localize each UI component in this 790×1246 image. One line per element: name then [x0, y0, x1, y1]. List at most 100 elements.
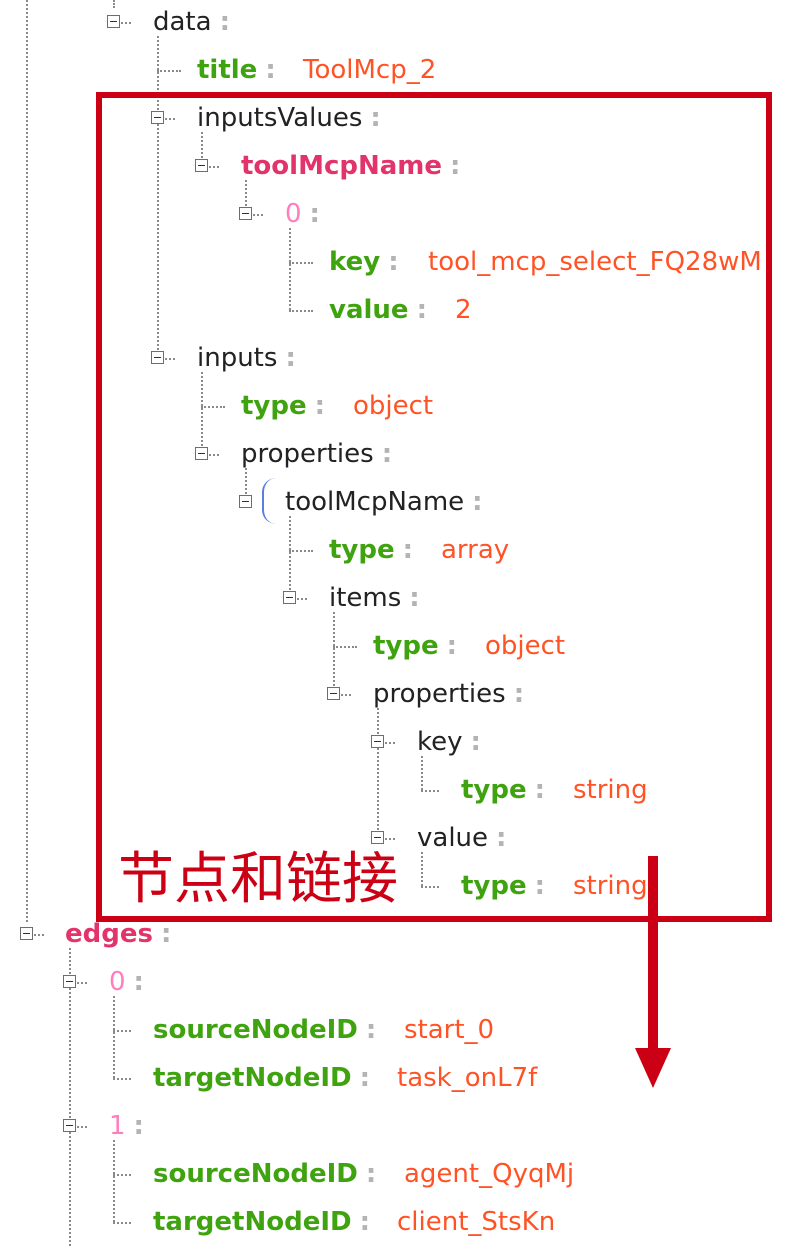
colon: : [470, 727, 481, 757]
node-key: type [373, 631, 439, 661]
colon: : [133, 967, 144, 997]
colon: : [219, 7, 230, 37]
colon: : [160, 919, 172, 949]
annotation-label: 节点和链接 [118, 847, 398, 912]
tree-node-sourceNodeID: sourceNodeID: [153, 1015, 376, 1045]
tree-node-properties: properties: [373, 679, 524, 709]
tree-node-inputs: inputs: [197, 343, 296, 373]
colon: : [365, 1159, 377, 1189]
tree-node-targetNodeID: targetNodeID: [153, 1063, 370, 1093]
annotation-highlight-box [96, 92, 772, 922]
tree-node-inputsValues: inputsValues: [197, 103, 381, 133]
collapse-toggle-icon[interactable] [20, 927, 33, 940]
node-key: title [197, 55, 258, 85]
node-value: array [441, 535, 510, 565]
tree-guide-line [113, 1078, 131, 1080]
tree-guide-line [377, 708, 379, 838]
tree-guide-line [113, 1140, 115, 1222]
tree-node-key: key: [329, 247, 399, 277]
tree-guide-line [165, 118, 175, 120]
collapse-toggle-icon[interactable] [371, 831, 384, 844]
node-key: 1 [109, 1111, 126, 1141]
node-value: start_0 [404, 1015, 495, 1045]
node-key: 0 [285, 199, 302, 229]
colon: : [133, 1111, 144, 1141]
tree-node-edges: edges: [65, 919, 171, 949]
node-value: ToolMcp_2 [303, 55, 437, 85]
tree-guide-line [289, 310, 313, 312]
collapse-toggle-icon[interactable] [195, 159, 208, 172]
tree-guide-line [113, 0, 115, 8]
node-key: value [417, 823, 489, 853]
node-key: items [329, 583, 402, 613]
collapse-toggle-icon[interactable] [107, 15, 120, 28]
node-key: sourceNodeID [153, 1015, 358, 1045]
collapse-toggle-icon[interactable] [195, 447, 208, 460]
tree-guide-line [385, 742, 395, 744]
tree-node-edge-index: 1: [109, 1111, 144, 1141]
node-key: toolMcpName [241, 151, 442, 181]
node-value: string [573, 871, 648, 901]
tree-guide-line [421, 790, 439, 792]
tree-guide-line [201, 406, 225, 408]
node-key: key [329, 247, 381, 277]
tree-node-type: type: [461, 775, 545, 805]
collapse-toggle-icon[interactable] [63, 1119, 76, 1132]
collapse-toggle-icon[interactable] [239, 207, 252, 220]
collapse-toggle-icon[interactable] [371, 735, 384, 748]
tree-guide-line [245, 468, 247, 494]
node-key: type [241, 391, 307, 421]
colon: : [409, 583, 420, 613]
tree-guide-line [77, 982, 87, 984]
tree-guide-line [253, 214, 263, 216]
tree-guide-line [209, 166, 219, 168]
colon: : [450, 151, 461, 181]
collapse-toggle-icon[interactable] [63, 975, 76, 988]
tree-node-value: value: [417, 823, 506, 853]
colon: : [370, 103, 381, 133]
tree-guide-line [385, 838, 395, 840]
node-key: properties [373, 679, 506, 709]
node-value: tool_mcp_select_FQ28wM [428, 247, 762, 277]
tree-guide-line [297, 598, 307, 600]
colon: : [496, 823, 507, 853]
node-key: key [417, 727, 463, 757]
colon: : [309, 199, 320, 229]
tree-node-type: type: [373, 631, 457, 661]
tree-guide-line [341, 694, 351, 696]
tree-node-toolMcpName-schema: toolMcpName: [285, 487, 483, 517]
tree-guide-line [157, 36, 159, 358]
node-key: toolMcpName [285, 487, 465, 517]
colon: : [265, 55, 276, 85]
tree-node-type: type: [461, 871, 545, 901]
collapse-toggle-icon[interactable] [283, 591, 296, 604]
collapse-toggle-icon[interactable] [151, 351, 164, 364]
node-key: targetNodeID [153, 1063, 352, 1093]
tree-node-key: key: [417, 727, 481, 757]
colon: : [513, 679, 525, 709]
node-key: edges [65, 919, 153, 949]
colon: : [388, 247, 399, 277]
tree-guide-line [333, 646, 357, 648]
tree-node-index-0: 0: [285, 199, 320, 229]
node-value: client_StsKn [397, 1207, 556, 1237]
colon: : [381, 439, 393, 469]
collapse-toggle-icon[interactable] [239, 495, 252, 508]
tree-node-value: value: [329, 295, 427, 325]
colon: : [402, 535, 414, 565]
tree-guide-line [26, 0, 28, 922]
tree-guide-line [421, 756, 423, 790]
node-key: inputsValues [197, 103, 363, 133]
tree-node-edge-index: 0: [109, 967, 144, 997]
node-key: value [329, 295, 409, 325]
tree-guide-line [289, 516, 291, 598]
node-value: 2 [455, 295, 472, 325]
colon: : [365, 1015, 377, 1045]
collapse-toggle-icon[interactable] [151, 111, 164, 124]
tree-node-type: type: [241, 391, 325, 421]
tree-guide-line [421, 852, 423, 886]
collapse-toggle-icon[interactable] [327, 687, 340, 700]
tree-node-sourceNodeID: sourceNodeID: [153, 1159, 376, 1189]
colon: : [285, 343, 296, 373]
